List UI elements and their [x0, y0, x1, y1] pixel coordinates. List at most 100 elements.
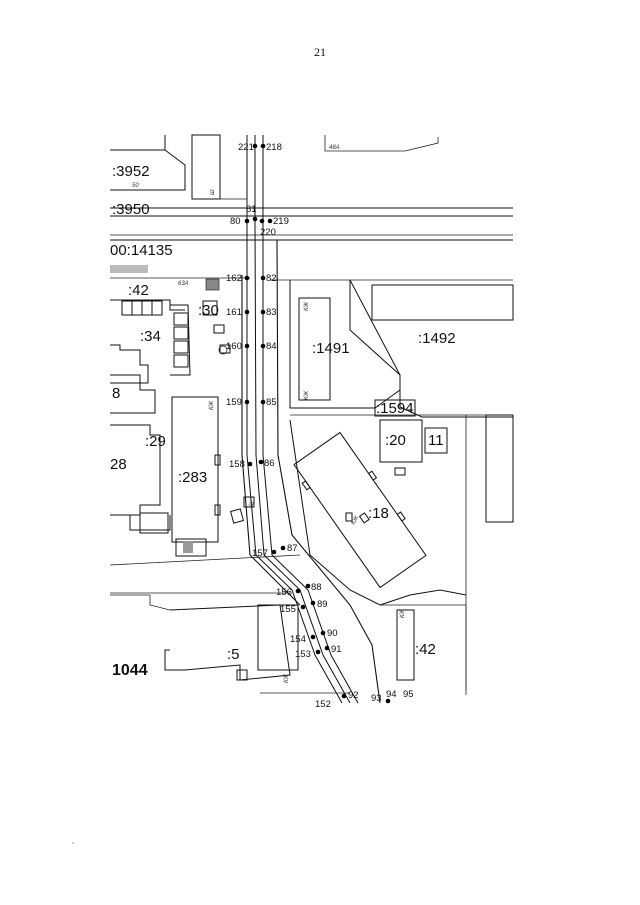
- point-87: [280, 545, 286, 551]
- point-label-94: 94: [386, 689, 397, 700]
- corridor-left: [246, 135, 343, 704]
- point-219: [267, 218, 273, 224]
- scan-mark: [72, 842, 74, 844]
- parcel-label-29: :29: [145, 433, 166, 450]
- lot-outline-48a: [324, 135, 439, 152]
- building-5: [164, 604, 291, 681]
- point-80: [244, 218, 250, 224]
- point-157: [271, 549, 277, 555]
- point-221: [252, 143, 258, 149]
- point-label-160: 160: [226, 341, 242, 352]
- parcel-label-3950: :3950: [112, 201, 150, 218]
- parcel-label-30: :30: [198, 302, 219, 319]
- building-28-box: [139, 512, 169, 534]
- building-18-tab-b: [367, 470, 378, 481]
- building-3952-b: [110, 149, 186, 191]
- building-label-sh-2: Ш: [248, 500, 256, 508]
- building-5-notch: [236, 669, 248, 681]
- building-28-lower: [129, 515, 171, 531]
- building-1491: [298, 297, 331, 401]
- building-283-annex: [175, 538, 207, 557]
- building-label-sh-1: Ш: [210, 189, 216, 195]
- parcel-label-1594: :1594: [376, 400, 414, 417]
- point-label-93: 93: [371, 693, 382, 704]
- point-label-154: 154: [290, 634, 306, 645]
- building-283-tab-a: [214, 454, 221, 466]
- point-156: [295, 588, 301, 594]
- building-tall-top: [191, 134, 221, 200]
- building-label-kzh-3: КЖ: [304, 390, 310, 400]
- shaded-building: [205, 278, 220, 291]
- garage-2: [131, 300, 143, 316]
- parcel-label-1492: :1492: [418, 330, 456, 347]
- point-84: [260, 343, 266, 349]
- parcel-label-283: :283: [178, 469, 207, 486]
- lower-street-top: [109, 554, 301, 566]
- building-8: [110, 374, 156, 414]
- small-box-b: [213, 324, 225, 334]
- building-label-kzh-2: КЖ: [304, 301, 310, 311]
- point-218: [260, 143, 266, 149]
- parcel-label-34: :34: [140, 328, 161, 345]
- map-canvas: 50 Ш 48A 63А КЖ Ш КЖ КЖ: [109, 134, 514, 710]
- small-structure-a: [230, 508, 244, 524]
- building-283: [171, 396, 219, 543]
- parcel-5-outline: [110, 594, 171, 611]
- building-label-kzh-6: КЖ: [351, 515, 361, 526]
- building-label-63a: 63А: [178, 281, 189, 287]
- parcel-label-20: :20: [385, 432, 406, 449]
- point-label-83: 83: [266, 307, 277, 318]
- point-label-91: 91: [331, 644, 342, 655]
- garage-8: [173, 354, 189, 368]
- point-label-92: 92: [348, 690, 359, 701]
- cadastral-map: 50 Ш 48A 63А КЖ Ш КЖ КЖ: [109, 134, 514, 710]
- point-label-161: 161: [226, 307, 242, 318]
- building-18-tab-d: [358, 512, 370, 524]
- small-box-c: [219, 344, 231, 354]
- building-18-tab-a: [301, 480, 311, 491]
- point-label-86: 86: [264, 458, 275, 469]
- building-20: [379, 419, 423, 463]
- building-42: [396, 609, 415, 681]
- point-label-157: 157: [252, 548, 268, 559]
- point-label-80: 80: [230, 216, 241, 227]
- garage-1: [121, 300, 133, 316]
- point-label-159: 159: [226, 397, 242, 408]
- parcel-label-42-top: :42: [128, 282, 149, 299]
- building-283-tab-b: [214, 504, 221, 516]
- garage-6: [173, 326, 189, 340]
- building-18: [293, 431, 427, 589]
- small-mark-a: [345, 512, 353, 522]
- parcel-label-11: 11: [428, 432, 444, 449]
- point-160: [244, 343, 250, 349]
- point-159: [244, 399, 250, 405]
- corridor-right: [262, 135, 359, 704]
- shaded-strip: [110, 265, 148, 273]
- point-label-220: 220: [260, 227, 276, 238]
- garage-7: [173, 340, 189, 354]
- building-18-tab-c: [396, 511, 406, 522]
- point-label-221: 221: [238, 142, 254, 153]
- right-parcel: [485, 414, 514, 523]
- point-label-90: 90: [327, 628, 338, 639]
- parcel-label-42-bottom: :42: [415, 641, 436, 658]
- parcel-label-5: :5: [227, 646, 240, 663]
- building-5-wing: [257, 604, 299, 671]
- point-83: [260, 309, 266, 315]
- building-3952: [110, 135, 166, 151]
- parcel-label-28: 28: [110, 456, 127, 473]
- point-label-156: 156: [276, 587, 292, 598]
- parcel-label-1044: 1044: [112, 662, 148, 679]
- shaded-annex: [183, 541, 193, 553]
- point-label-85: 85: [266, 397, 277, 408]
- point-89: [310, 600, 316, 606]
- garage-4: [151, 300, 163, 316]
- parcel-1594: [374, 399, 416, 417]
- point-90: [320, 630, 326, 636]
- point-158: [247, 461, 253, 467]
- parcel-label-1491: :1491: [312, 340, 350, 357]
- point-label-89: 89: [317, 599, 328, 610]
- page-number: 21: [314, 45, 326, 59]
- point-label-88: 88: [311, 582, 322, 593]
- tree-circle: [218, 345, 228, 355]
